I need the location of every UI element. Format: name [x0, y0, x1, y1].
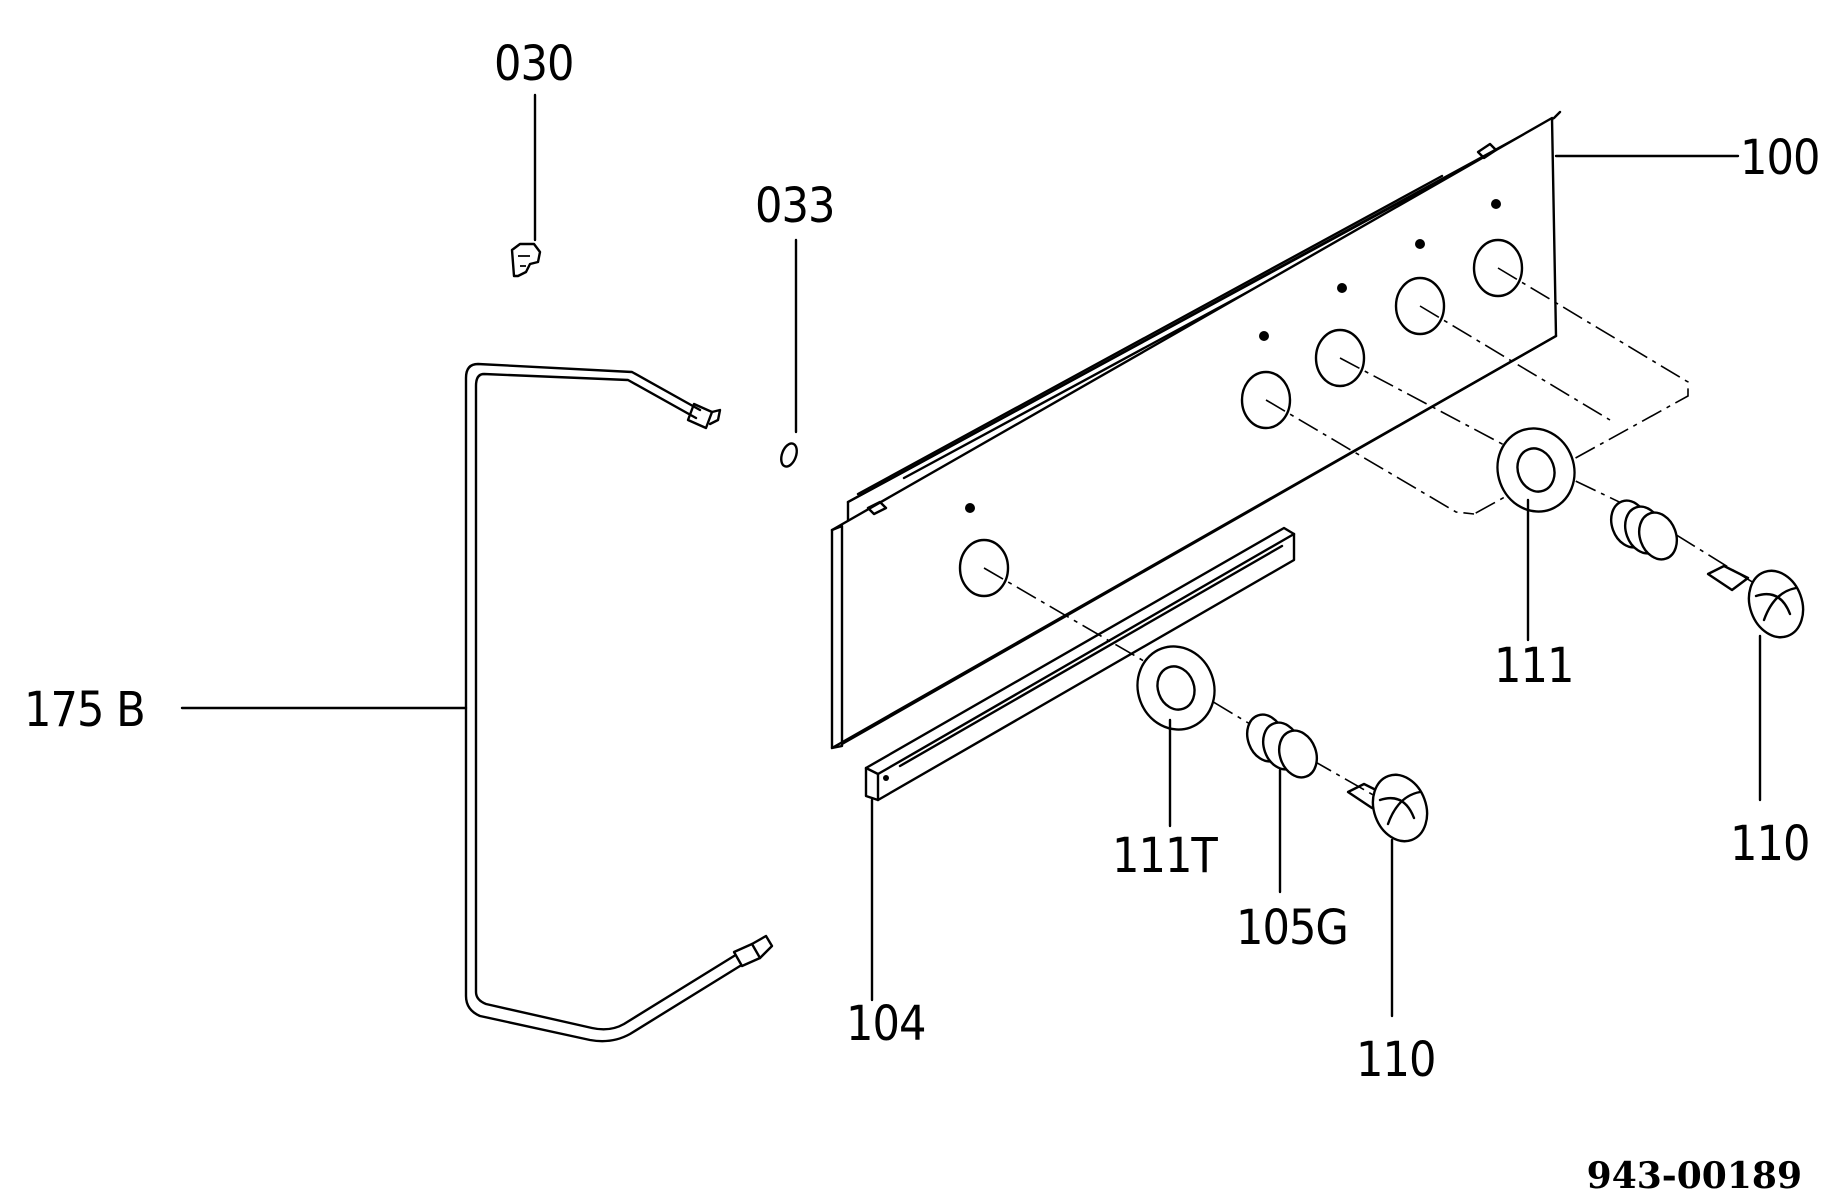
part-111t-washer — [1136, 645, 1216, 828]
part-175b-rod — [464, 362, 774, 1043]
label-110-right: 110 — [1730, 816, 1809, 872]
part-110-knob-bottom — [1346, 773, 1429, 1018]
part-spring-right — [1609, 499, 1679, 561]
label-111t: 111T — [1112, 828, 1218, 884]
part-033-ring — [780, 238, 798, 468]
part-030-clip — [510, 93, 542, 278]
label-110-bottom: 110 — [1356, 1032, 1435, 1088]
label-100: 100 — [1740, 130, 1819, 186]
part-100-panel — [830, 110, 1562, 750]
part-104-strip — [864, 526, 1296, 1002]
label-104: 104 — [846, 996, 925, 1052]
part-105g-spring — [1245, 713, 1319, 894]
alignment-lines — [983, 267, 1763, 809]
label-111: 111 — [1494, 638, 1573, 694]
label-030: 030 — [494, 36, 573, 92]
label-175b: 175 B — [24, 682, 145, 738]
document-number: 943-00189 — [1587, 1155, 1802, 1197]
part-110-knob-right — [1706, 564, 1805, 802]
label-033: 033 — [755, 178, 834, 234]
label-105g: 105G — [1236, 900, 1348, 956]
part-111-washer — [1496, 427, 1576, 642]
